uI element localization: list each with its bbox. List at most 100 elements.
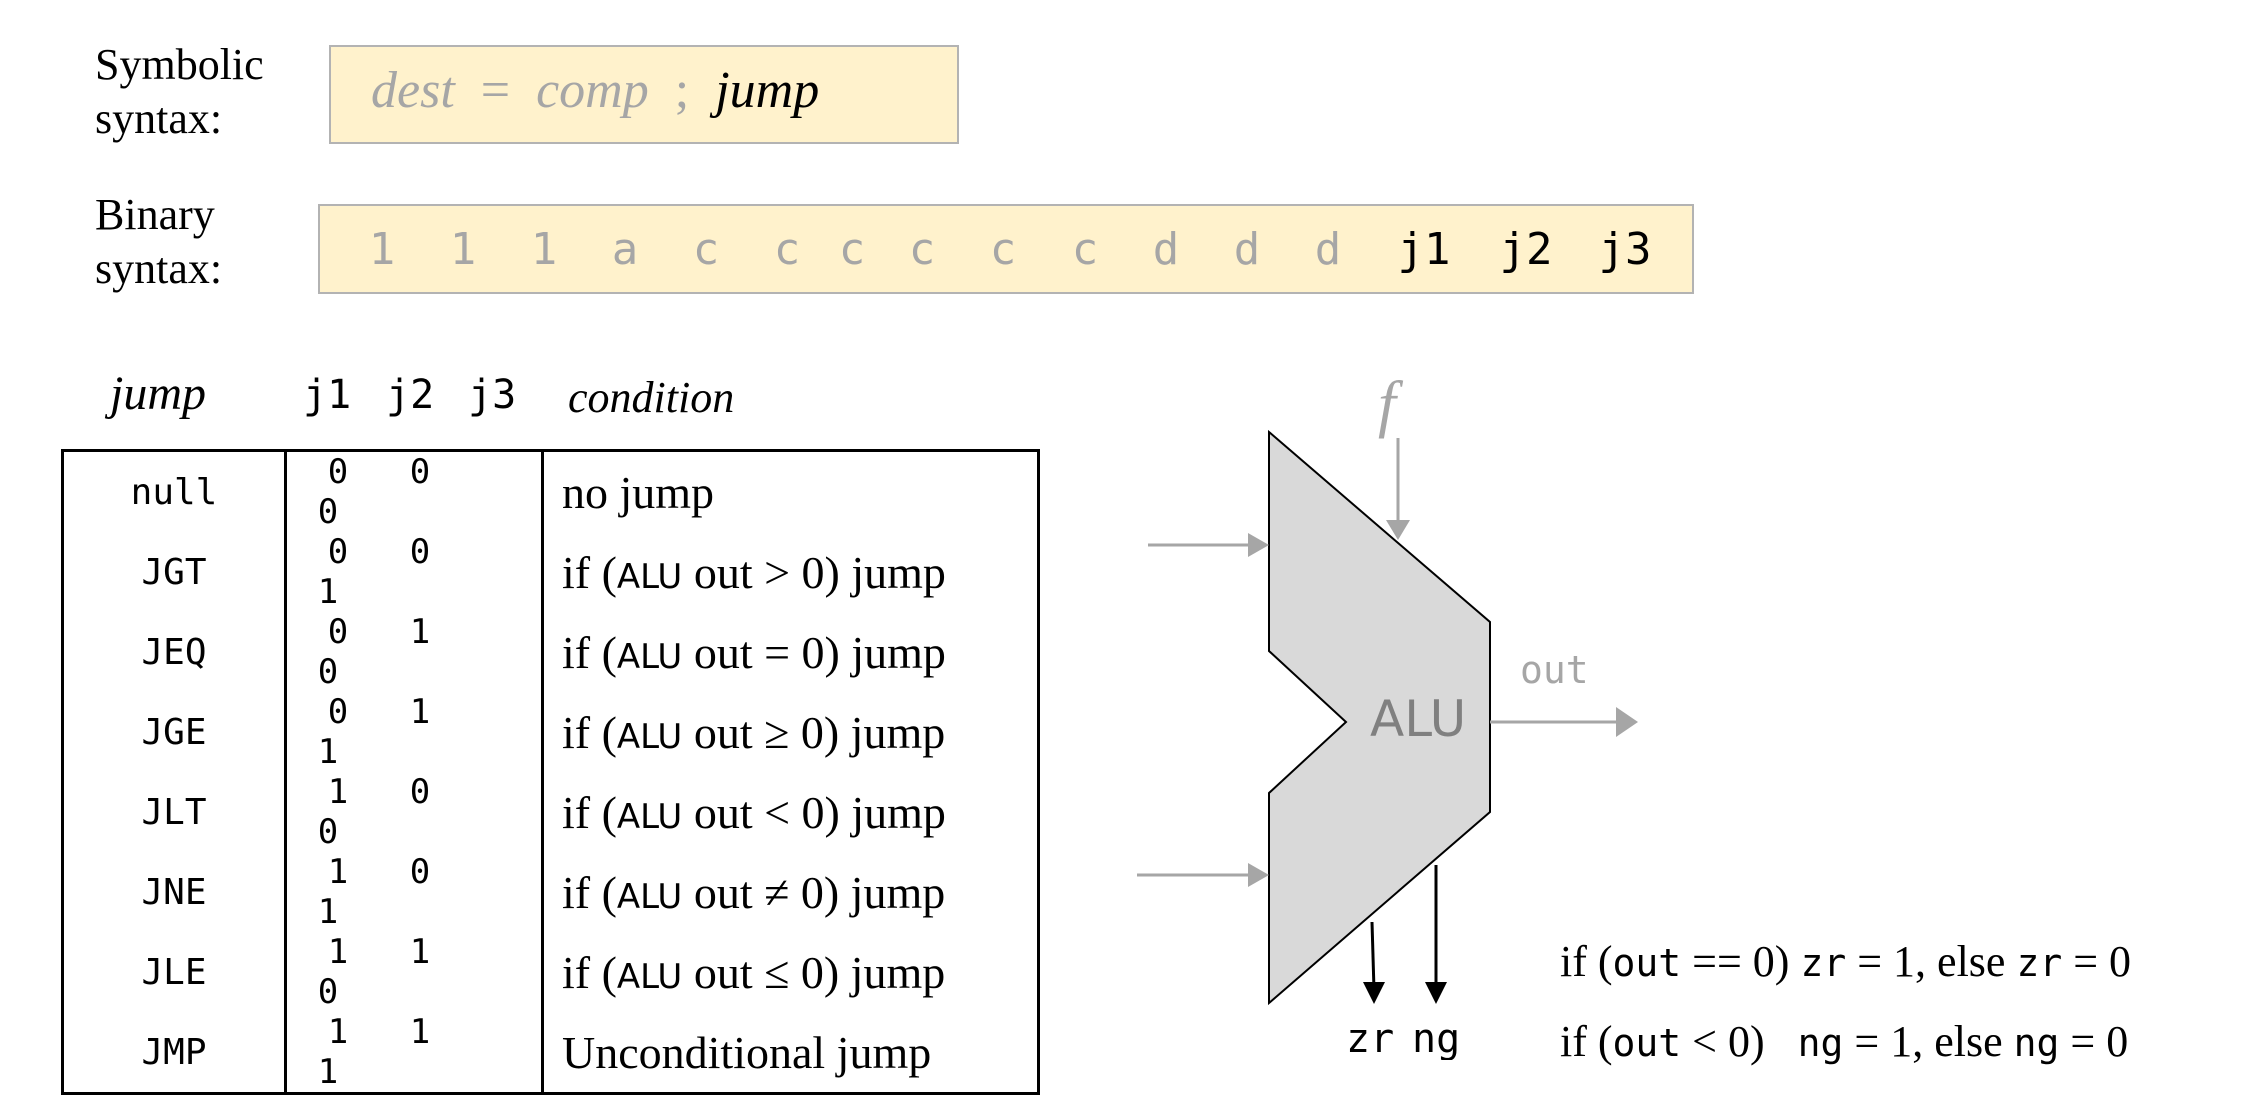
sym-jump: jump <box>715 62 820 119</box>
ng-label: ng <box>1412 1016 1460 1060</box>
out-arrowhead <box>1616 707 1638 737</box>
alu-body <box>1268 429 1491 1006</box>
alu-label: ALU <box>1370 690 1466 748</box>
zr-rule-t1: if ( <box>1560 937 1613 986</box>
binary-bit: d <box>1233 224 1261 275</box>
binary-label-line1: Binary <box>95 190 215 239</box>
condition-alu: ALU <box>616 796 683 837</box>
condition-alu: ALU <box>616 716 683 757</box>
condition-post: out = 0) jump <box>682 626 946 678</box>
zr-label: zr <box>1346 1016 1394 1060</box>
jump-mnemonic: JGT <box>62 532 287 612</box>
ng-rule-ng: ng <box>1797 1021 1844 1065</box>
binary-bit: a <box>611 224 639 275</box>
jump-mnemonic: JLE <box>62 932 287 1012</box>
condition-alu: ALU <box>616 876 683 917</box>
symbolic-label-line2: syntax: <box>95 94 223 143</box>
bit-j3: 0 <box>317 492 339 532</box>
ng-rule-t4: = 0 <box>2059 1017 2129 1066</box>
bit-j2: 1 <box>409 612 431 652</box>
bit-j2: 0 <box>409 452 431 492</box>
binary-bit: c <box>773 224 801 275</box>
condition-pre: no jump <box>562 466 715 518</box>
alu-diagram: f ALU out zr ng <box>1137 368 1638 1060</box>
zr-rule-t4: = 0 <box>2062 937 2132 986</box>
f-arrowhead <box>1386 520 1410 540</box>
ng-rule-t3: = 1, else <box>1843 1017 2014 1066</box>
condition-pre: if ( <box>562 786 617 838</box>
bit-j3: 1 <box>317 732 339 772</box>
bit-j3: 0 <box>317 812 339 852</box>
header-jump: jump <box>110 367 206 420</box>
condition-alu: ALU <box>616 636 683 677</box>
binary-bit: 1 <box>530 224 558 275</box>
condition-post: out ≤ 0) jump <box>682 946 946 998</box>
sym-eq: = <box>480 62 511 119</box>
jump-mnemonic: null <box>62 450 287 532</box>
ng-rule-ng2: ng <box>2013 1021 2060 1065</box>
condition-pre: Unconditional jump <box>562 1026 932 1078</box>
binary-bit: c <box>692 224 720 275</box>
bit-j2: 0 <box>409 852 431 892</box>
binary-bit: c <box>908 224 936 275</box>
jump-mnemonic: JNE <box>62 852 287 932</box>
binary-bit: j2 <box>1499 224 1553 275</box>
jump-mnemonic: JEQ <box>62 612 287 692</box>
condition-pre: if ( <box>562 946 617 998</box>
zr-rule-zr: zr <box>1800 941 1847 985</box>
header-j3: j3 <box>468 372 517 418</box>
zr-rule: if (out == 0) zr = 1, else zr = 0 <box>1560 936 2131 987</box>
jump-condition: if (ALU out > 0) jump <box>543 532 1039 612</box>
bit-j3: 1 <box>317 1052 339 1092</box>
bit-j2: 1 <box>409 1012 431 1052</box>
out-label: out <box>1520 648 1589 692</box>
binary-bit: j3 <box>1598 224 1652 275</box>
condition-pre: if ( <box>562 626 617 678</box>
condition-post: out ≠ 0) jump <box>682 866 946 918</box>
bit-j3: 0 <box>317 972 339 1012</box>
zr-rule-t2: == 0) <box>1681 937 1801 986</box>
binary-bit: c <box>1071 224 1099 275</box>
bit-j1: 1 <box>327 1012 349 1052</box>
condition-post: out > 0) jump <box>682 546 946 598</box>
jump-condition: if (ALU out < 0) jump <box>543 772 1039 852</box>
bit-j2: 1 <box>409 692 431 732</box>
condition-post: out < 0) jump <box>682 786 946 838</box>
zr-rule-t3: = 1, else <box>1846 937 2017 986</box>
bit-j1: 0 <box>327 532 349 572</box>
jump-condition: Unconditional jump <box>543 1012 1039 1094</box>
binary-bit: j1 <box>1397 224 1451 275</box>
binary-label-line2: syntax: <box>95 244 223 293</box>
binary-bit: d <box>1314 224 1342 275</box>
jump-condition: if (ALU out = 0) jump <box>543 612 1039 692</box>
condition-post: out ≥ 0) jump <box>682 706 946 758</box>
bit-j1: 0 <box>327 692 349 732</box>
jump-mnemonic: JMP <box>62 1012 287 1094</box>
bit-j3: 0 <box>317 652 339 692</box>
ng-rule-out: out <box>1612 1021 1682 1065</box>
jump-mnemonic: JLT <box>62 772 287 852</box>
zr-rule-out: out <box>1612 941 1682 985</box>
zr-arrowhead <box>1363 982 1385 1004</box>
input-x-arrowhead <box>1248 533 1269 557</box>
bit-j1: 0 <box>327 452 349 492</box>
bit-j1: 1 <box>327 932 349 972</box>
header-condition: condition <box>568 373 735 422</box>
bit-j2: 1 <box>409 932 431 972</box>
jump-condition: no jump <box>543 451 1039 533</box>
